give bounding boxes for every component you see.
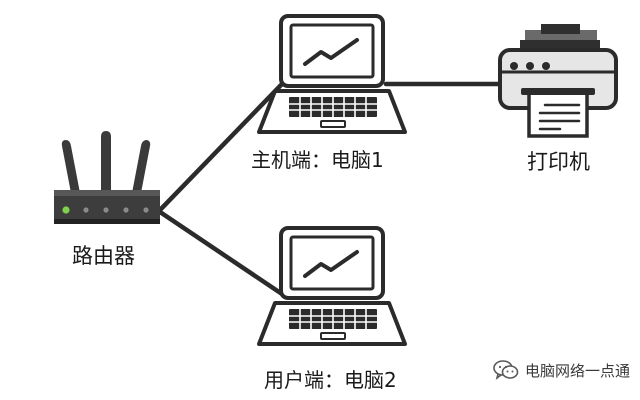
connections [157, 81, 505, 297]
router-icon [54, 131, 160, 224]
printer-label: 打印机 [527, 150, 590, 174]
edge-router-user [157, 209, 285, 297]
host-pc-label: 主机端：电脑1 [251, 148, 384, 172]
watermark: 电脑网络一点通 [493, 358, 630, 382]
host-laptop-icon [257, 14, 407, 134]
printer-icon [498, 24, 618, 138]
wechat-icon [493, 360, 519, 380]
user-pc-label: 用户端：电脑2 [264, 368, 397, 392]
router-label: 路由器 [72, 244, 135, 268]
edge-router-host [157, 81, 285, 213]
watermark-text: 电脑网络一点通 [524, 361, 630, 380]
user-laptop-icon [257, 226, 407, 346]
